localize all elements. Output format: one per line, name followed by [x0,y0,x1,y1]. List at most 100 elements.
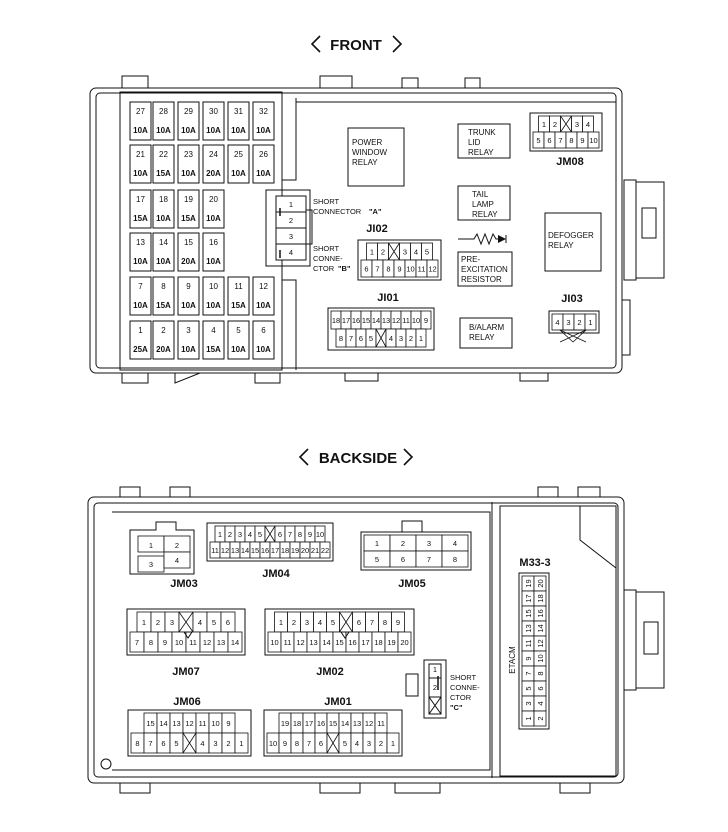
fuse: 30 10A [202,101,225,141]
front-housing [89,75,665,384]
pin-number: 8 [339,334,343,343]
fuse-amperage: 10A [206,214,221,223]
relay-text: B/ALARM [469,323,504,332]
pin-number: 6 [547,136,551,145]
relay-text: RELAY [472,210,498,219]
pin-number: 16 [352,316,360,325]
pin-number: 5 [258,530,262,539]
pin-number: 3 [566,318,570,327]
pin-number: 5 [536,136,540,145]
pin-number: 17 [271,546,279,555]
pin-number: 11 [284,638,292,647]
pin-number: 5 [375,555,379,564]
pin-number: 5 [369,334,373,343]
ji03-label: JI03 [561,293,582,305]
pin-number: 9 [163,638,167,647]
pin-number: 12 [203,638,211,647]
pin-number: 14 [322,638,330,647]
relay-text: POWER [352,138,382,147]
pin-number: 3 [149,560,153,569]
pin-number: 4 [318,618,322,627]
pin-number: 7 [427,555,431,564]
pin-number: 5 [174,739,178,748]
pin-number: 13 [217,638,225,647]
fuse-grid: 2710A2810A2910A3010A3110A3210A2110A2215A… [129,101,275,360]
pin-number: 13 [172,719,180,728]
pin-number: 3 [367,739,371,748]
short-ab-pin: 2 [289,216,293,225]
ji01-label: JI01 [377,292,398,304]
relay-text: DEFOGGER [548,231,594,240]
pin-number: 6 [401,555,405,564]
pin-number: 17 [342,316,350,325]
pin-number: 2 [409,334,413,343]
pin-number: 16 [536,609,545,617]
pin-number: 8 [149,638,153,647]
pre-excitation-resistor: PRE- EXCITATION RESISTOR [457,232,513,287]
fuse-amperage: 25A [133,345,148,354]
fuse-number: 23 [184,150,193,159]
fuse-amperage: 20A [206,169,221,178]
pin-number: 18 [536,594,545,602]
pin-number: 10 [270,638,278,647]
fuse-number: 20 [209,195,218,204]
pin-number: 8 [386,265,390,274]
pin-number: 1 [542,120,546,129]
pin-number: 4 [248,530,252,539]
pin-number: 6 [359,334,363,343]
pin-number: 4 [586,120,590,129]
fuse-amperage: 20A [181,257,196,266]
tail-lamp-relay: TAIL LAMP RELAY [457,185,511,221]
jm08-label: JM08 [556,156,584,168]
pin-number: 10 [589,136,597,145]
short-c-code: "C" [450,703,463,712]
pin-number: 9 [424,316,428,325]
pin-number: 9 [308,530,312,539]
pin-number: 4 [389,334,393,343]
pin-number: 2 [226,739,230,748]
fuse-number: 30 [209,107,218,116]
pin-number: 10 [269,739,277,748]
relay-text: RESISTOR [461,275,502,284]
pin-number: 13 [524,624,533,632]
fuse-number: 1 [138,326,143,335]
short-connector-c: 1 2 SHORT CONNE- CTOR "C" [405,659,480,719]
pin-number: 1 [370,248,374,257]
pin-number: 13 [382,316,390,325]
front-title-text: FRONT [330,37,382,54]
pin-number: 17 [305,719,313,728]
pin-number: 13 [309,638,317,647]
fuse-number: 17 [136,195,145,204]
fuse-number: 4 [211,326,216,335]
fuse-amperage: 10A [156,257,171,266]
pin-number: 15 [329,719,337,728]
fuse-number: 12 [259,282,268,291]
pin-number: 6 [357,618,361,627]
pin-number: 2 [175,541,179,550]
pin-number: 2 [401,539,405,548]
fuse-number: 27 [136,107,145,116]
fuse-amperage: 10A [206,126,221,135]
pin-number: 3 [238,530,242,539]
short-b-label: CTOR [313,264,335,273]
short-ab-pin: 3 [289,232,293,241]
pin-number: 20 [400,638,408,647]
pin-number: 18 [332,316,340,325]
pin-number: 3 [403,248,407,257]
